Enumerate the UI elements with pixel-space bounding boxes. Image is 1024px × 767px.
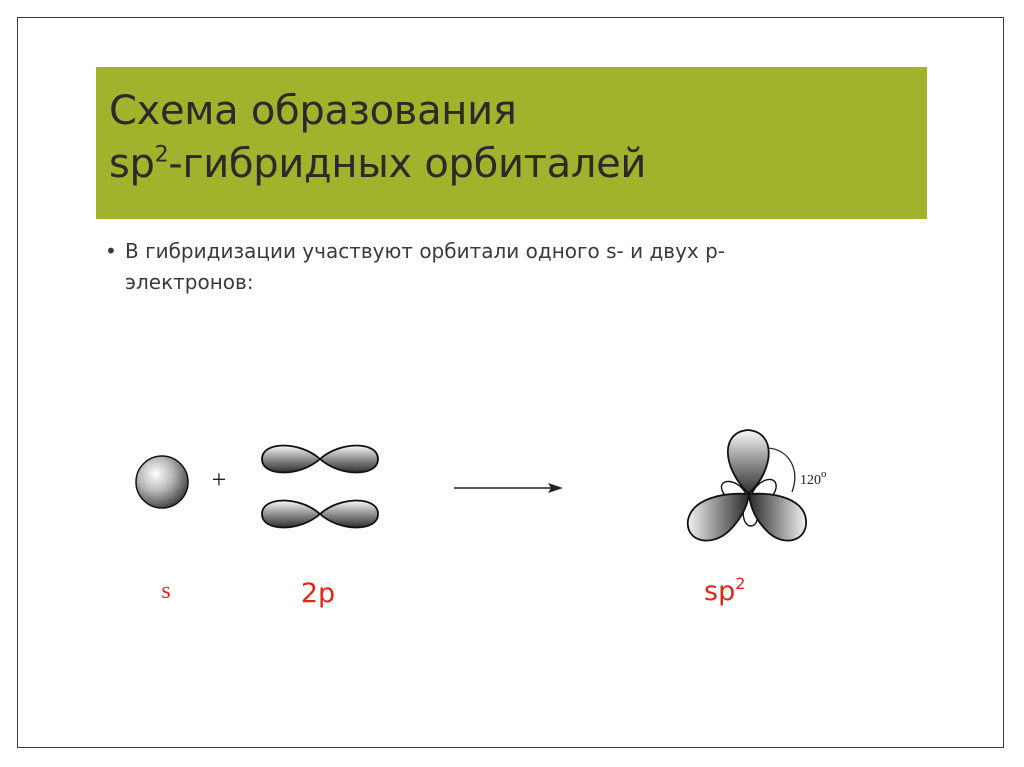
label-sp2: sp2: [704, 574, 745, 607]
slide-title-line-2: sp2-гибридных орбиталей: [109, 141, 646, 187]
plus-sign: +: [212, 465, 227, 494]
title-sp: sp: [109, 141, 155, 187]
bullet-text: В гибридизации участвуют орбитали одного…: [125, 239, 726, 294]
angle-arc: [767, 447, 796, 493]
label-2p: 2p: [301, 578, 335, 609]
angle-label: 120o: [800, 468, 827, 488]
bullet-point: • В гибридизации участвуют орбитали одно…: [105, 236, 845, 298]
sp2-lobe-right: [748, 492, 807, 542]
slide-title-line-1: Схема образования: [109, 88, 517, 134]
s-orbital-sphere: [135, 455, 189, 509]
reaction-arrow: [454, 483, 563, 493]
sp2-lobe-left: [687, 492, 750, 542]
sp2-lobe-top: [727, 429, 770, 496]
p-orbital-top: [261, 444, 379, 474]
title-superscript: 2: [154, 142, 169, 168]
title-rest: -гибридных орбиталей: [168, 141, 647, 187]
title-banner: [96, 67, 927, 219]
bullet-marker: •: [105, 239, 117, 263]
p-orbital-bottom: [261, 499, 379, 529]
label-s: s: [161, 578, 170, 604]
sp2-orbital-group: [687, 429, 807, 542]
